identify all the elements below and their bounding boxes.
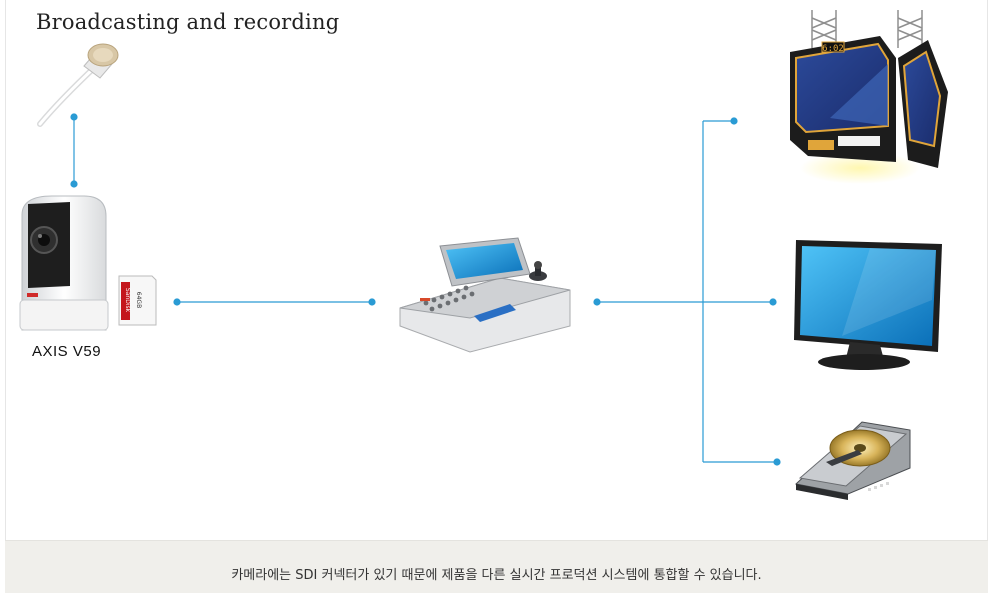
caption-bar: 카메라에는 SDI 커넥터가 있기 때문에 제품을 다른 실시간 프로덕션 시스… xyxy=(5,540,988,593)
connector-dot xyxy=(730,117,738,125)
microphone-icon xyxy=(37,43,119,127)
caption-text: 카메라에는 SDI 커넥터가 있기 때문에 제품을 다른 실시간 프로덕션 시스… xyxy=(231,568,762,583)
connector-dot xyxy=(773,458,781,466)
sd-card-capacity: 64GB xyxy=(135,292,142,308)
connector-dot xyxy=(70,180,78,188)
sd-card-brand: SanDisk xyxy=(124,288,131,313)
scoreboard-clock: 6:02 xyxy=(822,44,844,54)
ptz-camera-icon xyxy=(19,195,109,331)
camera-model-label: AXIS V59 xyxy=(32,343,102,360)
connector-dot xyxy=(769,298,777,306)
diagram-canvas: SanDisk 64GB xyxy=(19,10,948,500)
sd-card-icon: SanDisk 64GB xyxy=(118,275,157,326)
diagram-title: Broadcasting and recording xyxy=(36,10,340,34)
connector-dot xyxy=(173,298,181,306)
video-switcher-icon xyxy=(399,237,571,353)
hard-drive-icon xyxy=(794,421,911,500)
monitor-icon xyxy=(794,240,942,370)
scoreboard-icon: 6:02 xyxy=(790,10,948,184)
connector-dot xyxy=(593,298,601,306)
diagram-frame xyxy=(5,0,988,593)
connector-dot xyxy=(70,113,78,121)
connector-lines xyxy=(70,113,781,466)
connector-dot xyxy=(368,298,376,306)
